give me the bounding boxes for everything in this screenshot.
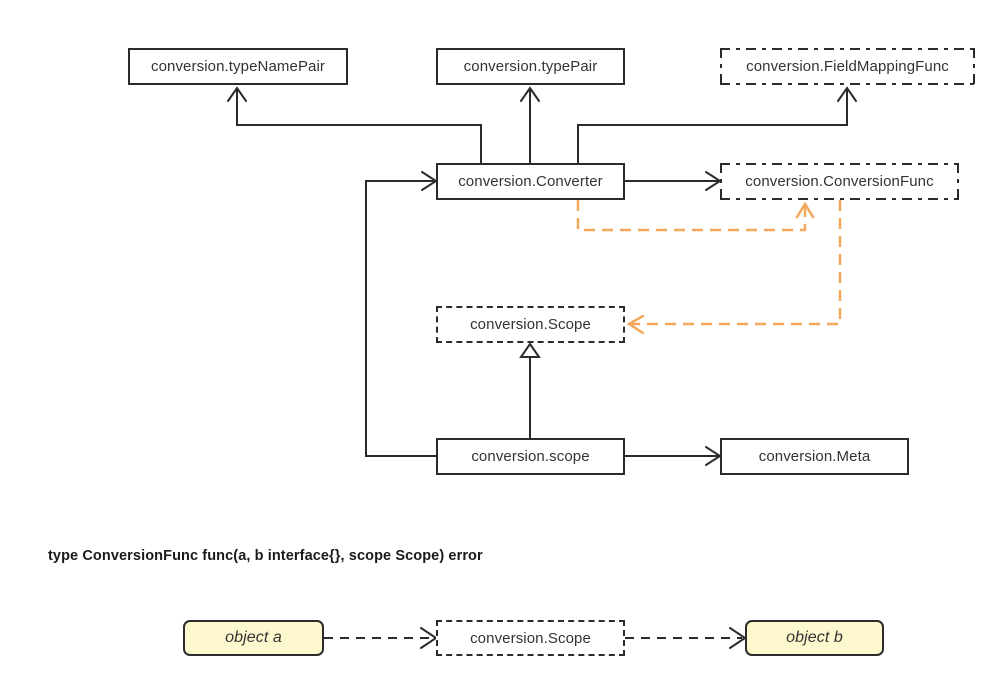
edge-objectA-to-scopeFlow [324,627,438,649]
node-typeNamePair[interactable]: conversion.typeNamePair [128,48,348,85]
node-fieldMappingFunc[interactable]: conversion.FieldMappingFunc [720,48,975,85]
node-scope-struct[interactable]: conversion.scope [436,438,625,475]
edge-scopeFlow-to-objectB [625,627,747,649]
node-typePair[interactable]: conversion.typePair [436,48,625,85]
node-scope-interface[interactable]: conversion.Scope [436,306,625,343]
edge-scopeStruct-to-meta [625,446,722,466]
conversion-func-signature: type ConversionFunc func(a, b interface{… [48,548,483,564]
node-meta[interactable]: conversion.Meta [720,438,909,475]
edge-converter-to-typeNamePair [227,86,482,163]
node-object-a[interactable]: object a [183,620,324,656]
node-conversionFunc[interactable]: conversion.ConversionFunc [720,163,959,200]
edge-converter-to-conversionFunc-dashed [576,200,815,232]
edge-converter-to-conversionFunc [625,171,722,191]
edge-scopeStruct-to-converter [365,171,438,457]
edge-scopeStruct-to-scopeIface [519,342,541,438]
node-converter[interactable]: conversion.Converter [436,163,625,200]
edge-converter-to-fieldMappingFunc [577,86,857,163]
node-object-b[interactable]: object b [745,620,884,656]
node-scope-flow[interactable]: conversion.Scope [436,620,625,656]
edge-conversionFunc-to-scopeIface-dashed [626,200,842,335]
edge-converter-to-typePair [520,86,540,163]
